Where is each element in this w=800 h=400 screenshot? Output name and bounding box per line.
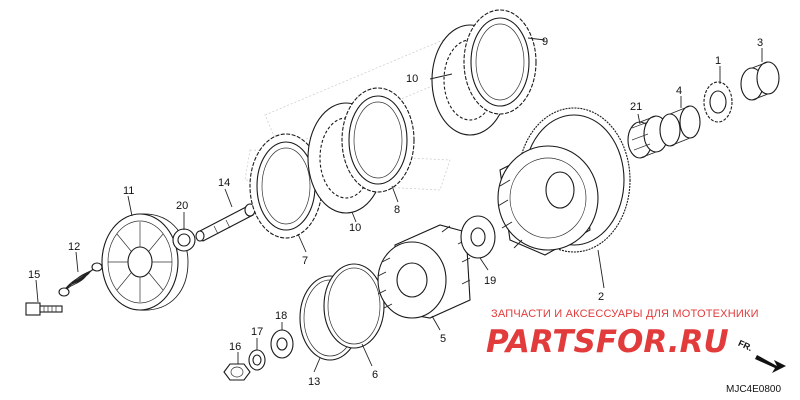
guide-part-3[interactable] [740,61,780,101]
callout-11: 11 [123,185,134,197]
callout-18: 18 [275,310,287,322]
lock-nut-part-16[interactable] [223,363,251,381]
callout-2: 2 [598,291,604,303]
washer-part-18[interactable] [270,329,294,359]
callout-7: 7 [302,255,308,267]
front-direction-indicator: FR. [737,338,786,373]
callout-21: 21 [630,101,642,113]
callout-9: 9 [542,36,548,48]
callout-5: 5 [440,333,446,345]
friction-disc-part-8[interactable] [341,87,415,193]
leader-lines [35,37,763,373]
washer-part-17[interactable] [248,349,266,371]
callout-8: 8 [394,204,400,216]
watermark: ЗАПЧАСТИ И АКСЕССУАРЫ ДЛЯ МОТОТЕХНИКИ PA… [486,308,759,360]
bearing-part-20[interactable] [172,228,196,252]
clutch-outer-part-2[interactable] [497,107,631,256]
watermark-brand: PARTSFOR.RU [486,324,729,360]
friction-disc-part-9[interactable] [463,9,537,115]
arrow-icon [755,355,786,373]
callout-19: 19 [484,275,496,287]
clutch-center-part-5[interactable] [377,224,471,319]
clutch-spring-part-12[interactable] [58,262,103,297]
bolt-part-15[interactable] [25,302,63,316]
collar-part-4[interactable] [659,105,701,147]
callout-numbers: 1 2 3 4 5 6 7 8 9 10 10 11 12 13 14 15 1… [28,36,763,388]
callout-13: 13 [308,376,320,388]
callout-3: 3 [757,37,763,49]
diagram-code: MJC4E0800 [726,384,781,395]
callout-12: 12 [68,241,80,253]
callout-10-lower: 10 [349,222,361,234]
callout-6: 6 [372,369,378,381]
pressure-plate-part-11[interactable] [101,213,189,311]
spring-seat-part-6[interactable] [323,263,385,349]
callout-16: 16 [229,341,241,353]
front-label: FR. [737,338,754,353]
thrust-washer-part-19[interactable] [460,215,496,259]
watermark-tagline: ЗАПЧАСТИ И АКСЕССУАРЫ ДЛЯ МОТОТЕХНИКИ [491,308,759,320]
callout-17: 17 [251,326,263,338]
callout-1: 1 [715,55,721,67]
callout-14: 14 [218,177,230,189]
lifter-rod-part-14[interactable] [195,203,256,242]
friction-disc-part-7[interactable] [249,133,323,239]
callout-20: 20 [176,200,188,212]
oil-pump-sprocket-part-1[interactable] [703,81,733,123]
callout-4: 4 [676,85,682,97]
callout-10-upper: 10 [406,73,418,85]
callout-15: 15 [28,269,40,281]
